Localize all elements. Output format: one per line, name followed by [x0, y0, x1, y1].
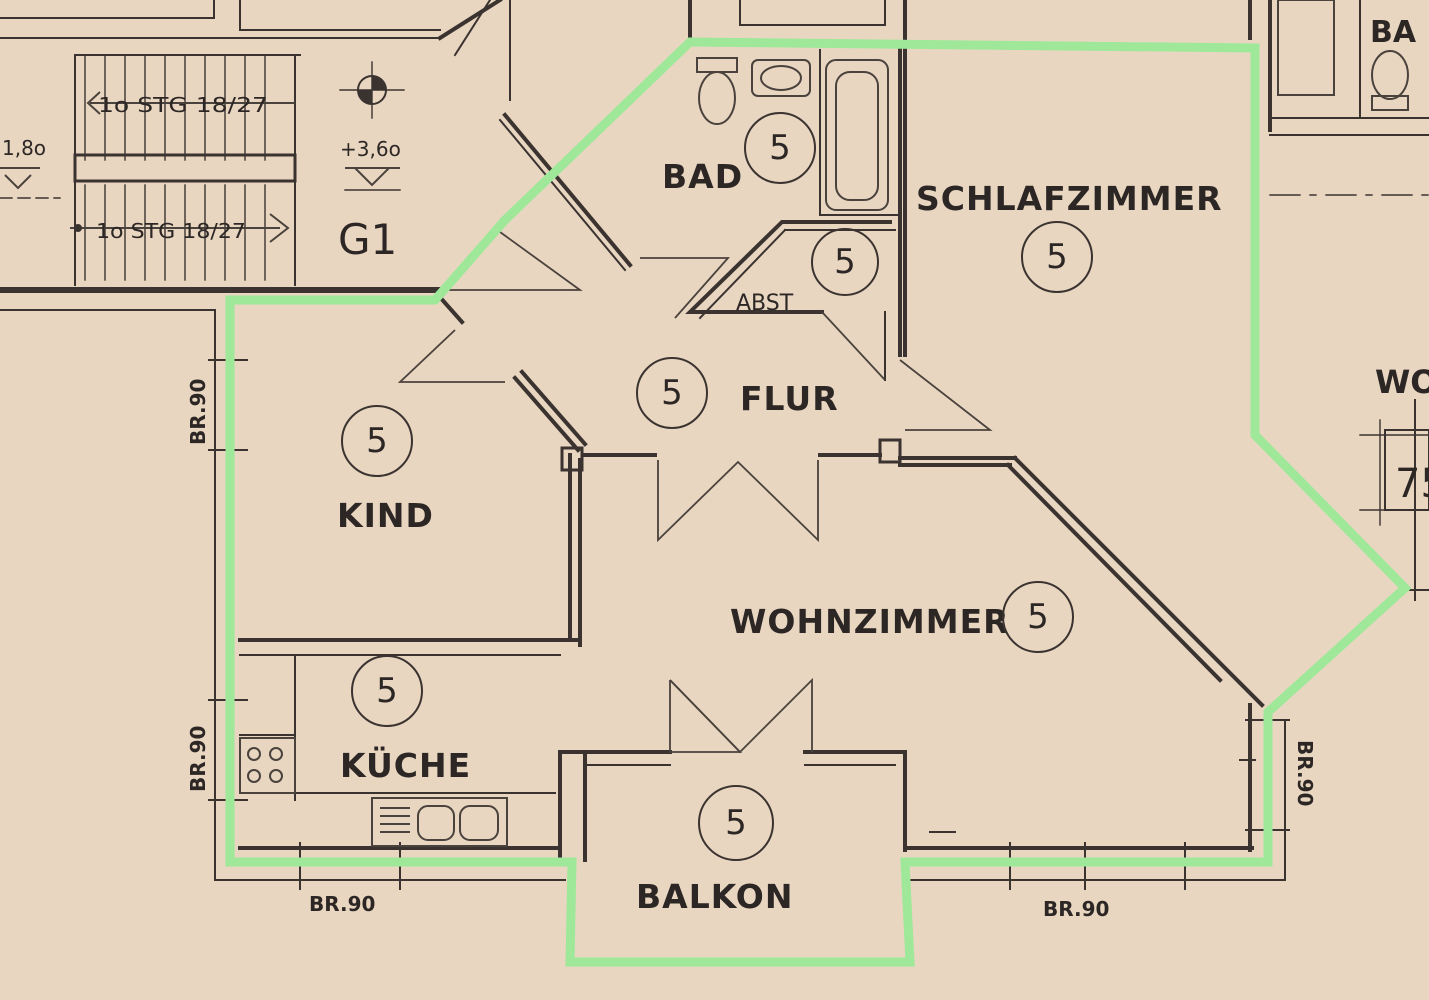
door-swings	[397, 0, 993, 754]
marker-kueche: 5	[351, 655, 423, 727]
svg-text:5: 5	[725, 803, 747, 843]
marker-abst: 5	[811, 228, 879, 296]
apartment-markers: 5 5 5 5 5 5 5 5	[341, 112, 1093, 861]
dim-right: BR.90	[1293, 740, 1317, 806]
marker-balkon: 5	[698, 785, 774, 861]
svg-text:5: 5	[1046, 237, 1068, 277]
svg-text:5: 5	[769, 128, 791, 168]
kitchen-sink-icon	[371, 797, 508, 847]
marker-wohnzimmer: 5	[1002, 581, 1074, 653]
level-value: +3,6o	[340, 137, 401, 161]
stove-icon	[239, 737, 296, 794]
dim-bottom-left: BR.90	[309, 892, 375, 916]
apartment-walls	[208, 40, 1290, 890]
svg-text:5: 5	[661, 373, 683, 413]
dim-bottom-right: BR.90	[1043, 897, 1109, 921]
svg-text:5: 5	[1027, 597, 1049, 637]
stair-steps	[73, 54, 301, 286]
fixtures	[239, 57, 889, 847]
room-kueche: KÜCHE	[340, 745, 471, 785]
dim-left-upper: BR.90	[186, 379, 210, 445]
sink-icon	[751, 59, 811, 97]
room-flur: FLUR	[740, 379, 839, 418]
room-labels: BAD SCHLAFZIMMER ABST FLUR KIND WOHNZIMM…	[337, 157, 1223, 916]
marker-schlafzimmer: 5	[1021, 221, 1093, 293]
level-left: 1,8o	[2, 136, 46, 160]
neighbor-number: 75	[1395, 461, 1429, 507]
room-bad: BAD	[662, 157, 743, 196]
room-balkon: BALKON	[636, 877, 793, 916]
stairwell: 1o STG 18/27 1o STG 18/27 1,8o +3,6o G1	[0, 0, 503, 311]
marker-bad: 5	[744, 112, 816, 184]
room-wohnzimmer: WOHNZIMMER	[730, 602, 1010, 641]
svg-text:5: 5	[834, 242, 856, 282]
neighbor-bad-label: BA	[1370, 15, 1417, 50]
dimension-labels: BR.90 BR.90 BR.90 BR.90 BR.90	[186, 379, 1317, 921]
neighbor-wohn-label: WO	[1375, 363, 1429, 401]
apartment-outline	[225, 37, 1412, 967]
room-abst: ABST	[736, 291, 794, 316]
room-schlafzimmer: SCHLAFZIMMER	[916, 179, 1223, 218]
dim-left-lower: BR.90	[186, 726, 210, 792]
marker-kind: 5	[341, 405, 413, 477]
marker-flur: 5	[636, 357, 708, 429]
svg-text:5: 5	[366, 421, 388, 461]
level-marker	[339, 61, 405, 191]
neighbor-unit: BA WO 75	[688, 0, 1429, 601]
room-kind: KIND	[337, 496, 434, 535]
stair-label-down: 1o STG 18/27	[96, 219, 246, 243]
stair-label-up: 1o STG 18/27	[98, 93, 268, 117]
bathtub-icon	[825, 59, 889, 211]
toilet-icon	[698, 71, 736, 125]
svg-text:5: 5	[376, 671, 398, 711]
unit-label: G1	[338, 215, 397, 264]
